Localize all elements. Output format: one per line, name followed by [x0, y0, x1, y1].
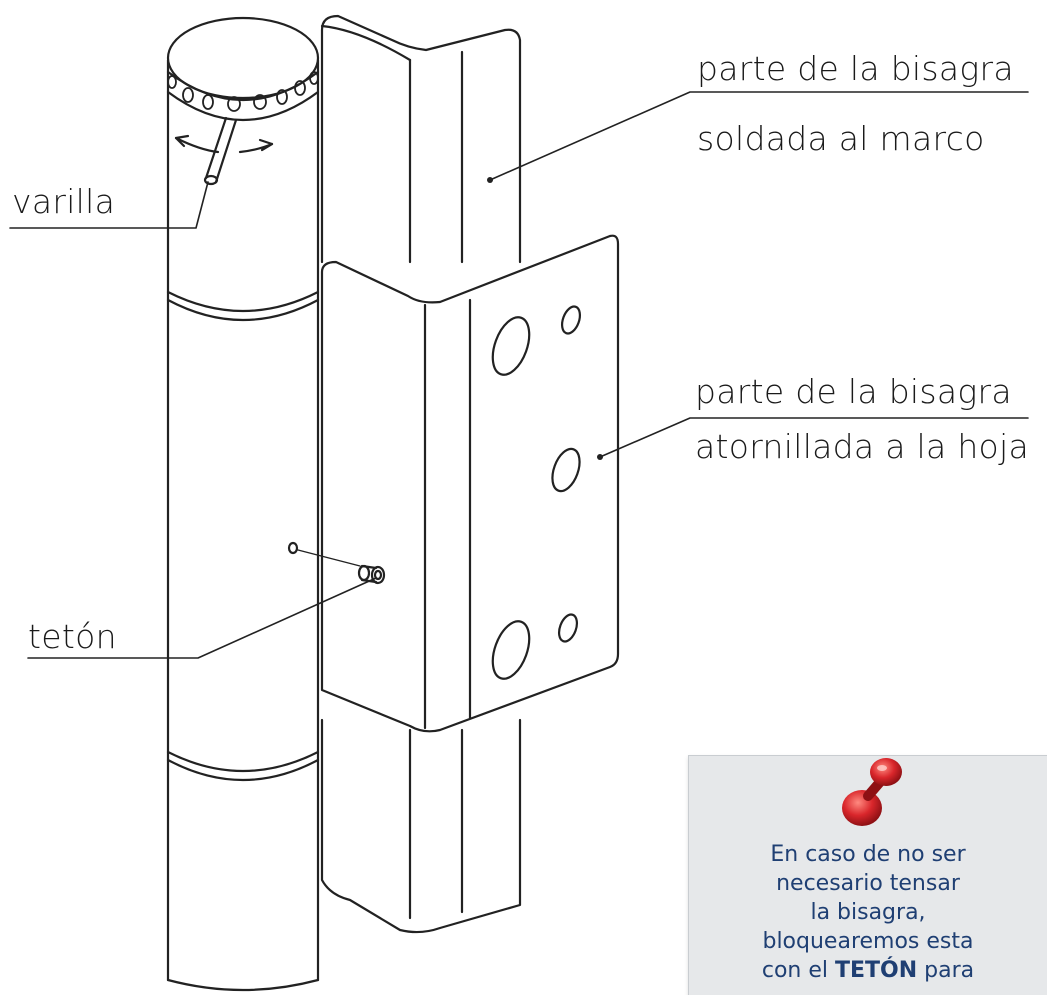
note-line: con el TETÓN para	[689, 956, 1047, 985]
note-line: bloquearemos esta	[762, 929, 974, 954]
label-leaf-part-line1: parte de la bisagra	[695, 372, 1012, 411]
note-text-prefix: con el	[761, 958, 835, 983]
sticky-note: En caso de no ser necesario tensar la bi…	[688, 755, 1047, 995]
label-frame-part-line1: parte de la bisagra	[697, 49, 1014, 88]
note-line: la bisagra,	[810, 900, 926, 925]
label-leaf-part-line2: atornillada a la hoja	[695, 427, 1030, 466]
leader-frame	[489, 91, 1029, 181]
label-stud: tetón	[28, 617, 117, 656]
label-rod: varilla	[12, 182, 116, 221]
label-frame-part-line2: soldada al marco	[697, 119, 985, 158]
rod	[174, 116, 274, 186]
leaf-plate	[320, 234, 620, 733]
leader-leaf	[599, 417, 1029, 458]
note-line: En caso de no ser	[770, 842, 966, 867]
hinge-barrel	[166, 16, 320, 992]
note-emphasis: TETÓN	[835, 958, 918, 983]
pushpin-icon	[842, 758, 902, 826]
leader-stud	[27, 577, 377, 659]
leader-lines	[9, 91, 1029, 659]
note-line: necesario tensar	[776, 871, 960, 896]
note-text-suffix: para	[917, 958, 975, 983]
frame-plate	[320, 14, 522, 934]
leader-rod	[9, 181, 209, 229]
adjustment-holes	[167, 71, 319, 112]
note-text: En caso de no ser necesario tensar la bi…	[689, 840, 1047, 985]
